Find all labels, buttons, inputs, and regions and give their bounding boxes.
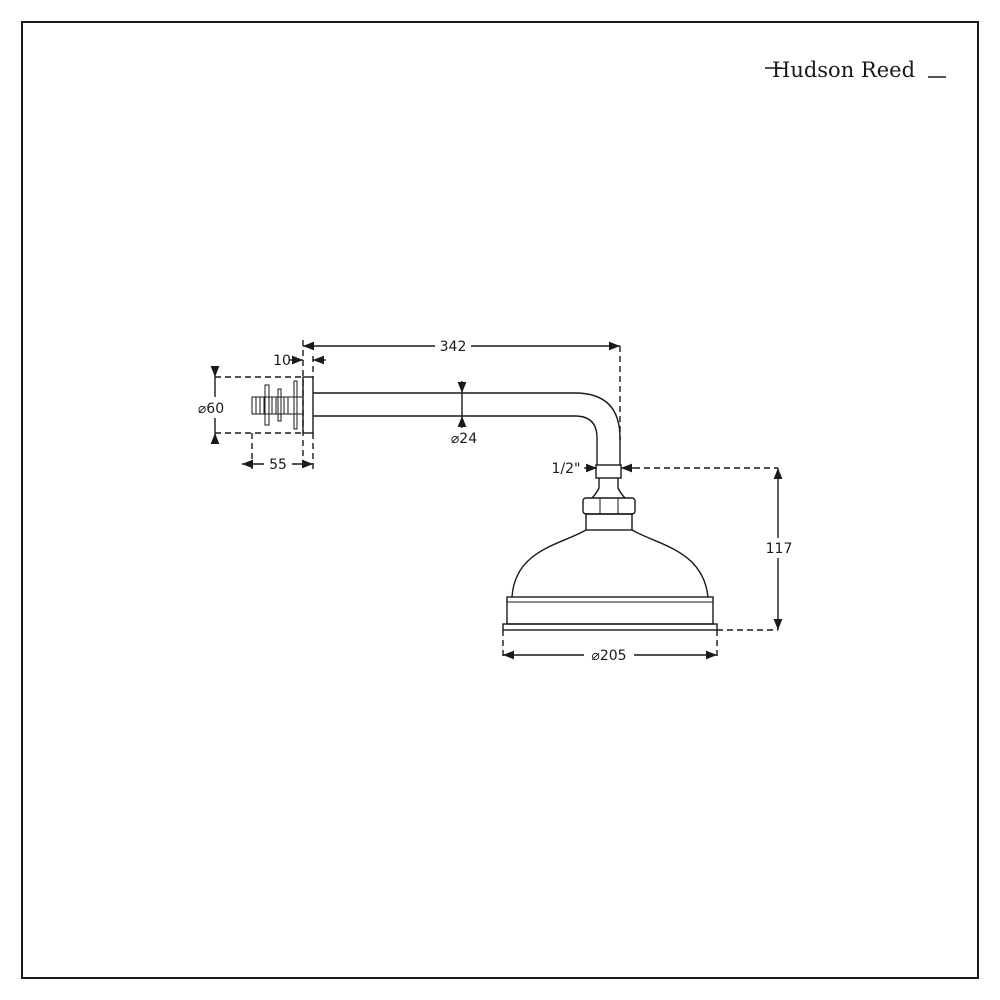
frame-border — [21, 21, 979, 979]
logo-text: Hudson Reed — [772, 58, 915, 82]
dim-arm-length: 342 — [440, 339, 467, 355]
wall-flange — [302, 376, 314, 434]
swivel-nut — [582, 497, 636, 515]
face-plate — [502, 623, 718, 631]
dim-arm-diameter: ⌀24 — [451, 431, 477, 447]
washer — [293, 380, 298, 430]
washer — [277, 388, 282, 422]
head-rim — [506, 596, 714, 625]
dim-head-diameter: ⌀205 — [591, 648, 626, 664]
dimension-lines: 342 10 ⌀60 55 ⌀24 1/2" 117 — [198, 336, 796, 664]
dim-flange-diameter: ⌀60 — [198, 401, 224, 417]
dim-thread-size: 1/2" — [552, 461, 581, 477]
dim-wall-depth: 55 — [269, 457, 287, 473]
dim-head-height: 117 — [766, 541, 793, 557]
nipple — [595, 464, 622, 479]
brand-logo: Hudson Reed — [765, 58, 946, 82]
shower-arm — [251, 376, 621, 465]
nut — [264, 384, 270, 426]
dim-flange-thickness: 10 — [273, 353, 291, 369]
shower-head — [502, 464, 718, 631]
